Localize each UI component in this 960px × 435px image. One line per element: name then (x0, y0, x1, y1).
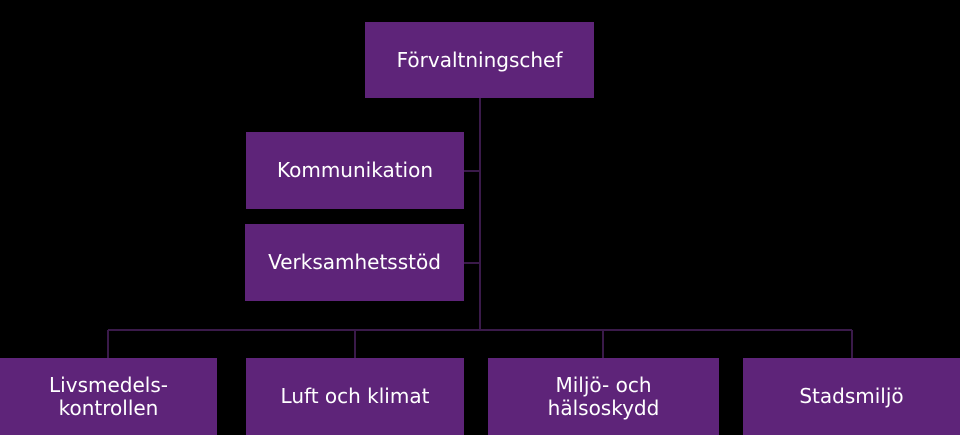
box-luft-och-klimat: Luft och klimat (246, 358, 464, 435)
box-livsmedelskontrollen: Livsmedels- kontrollen (0, 358, 217, 435)
box-label: Miljö- och hälsoskydd (547, 372, 660, 420)
box-verksamhetsstod: Verksamhetsstöd (245, 224, 464, 301)
box-label: Livsmedels- kontrollen (49, 372, 168, 420)
box-stadsmiljo: Stadsmiljö (743, 358, 960, 435)
box-miljo-och-halsoskydd: Miljö- och hälsoskydd (488, 358, 719, 435)
box-label: Luft och klimat (280, 384, 430, 408)
box-label: Stadsmiljö (799, 384, 904, 408)
box-forvaltningschef: Förvaltningschef (365, 22, 594, 98)
box-label: Verksamhetsstöd (268, 250, 441, 274)
box-label: Kommunikation (276, 158, 434, 182)
box-label: Förvaltningschef (396, 47, 563, 72)
box-kommunikation: Kommunikation (246, 132, 464, 209)
